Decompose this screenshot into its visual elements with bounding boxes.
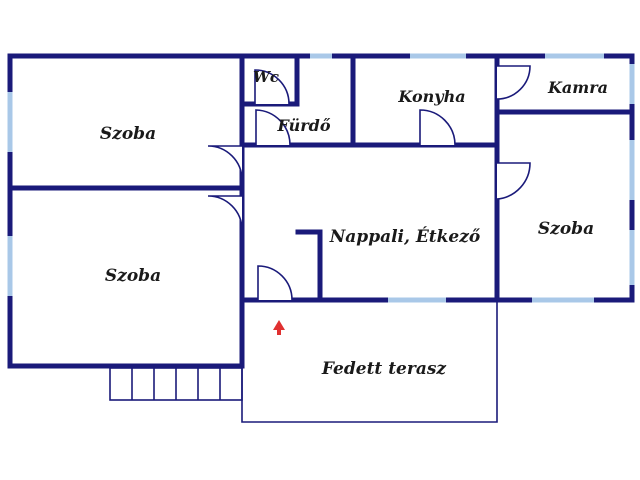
room-label-szoba-top-left: Szoba <box>100 124 156 144</box>
interior-walls <box>7 53 635 303</box>
doors <box>207 65 531 301</box>
room-label-szoba-right: Szoba <box>538 219 594 239</box>
room-label-konyha: Konyha <box>397 87 465 106</box>
room-label-terasz: Fedett terasz <box>321 359 446 379</box>
room-label-wc: Wc <box>253 68 279 86</box>
room-label-kamra: Kamra <box>547 78 608 97</box>
entrance-arrow-icon <box>273 320 285 335</box>
room-label-szoba-bottom-left: Szoba <box>105 266 161 286</box>
room-label-furdo: Fürdő <box>277 116 331 135</box>
windows <box>7 53 635 303</box>
steps <box>109 367 243 401</box>
outer-walls <box>7 53 635 369</box>
room-label-nappali: Nappali, Étkező <box>329 226 481 247</box>
